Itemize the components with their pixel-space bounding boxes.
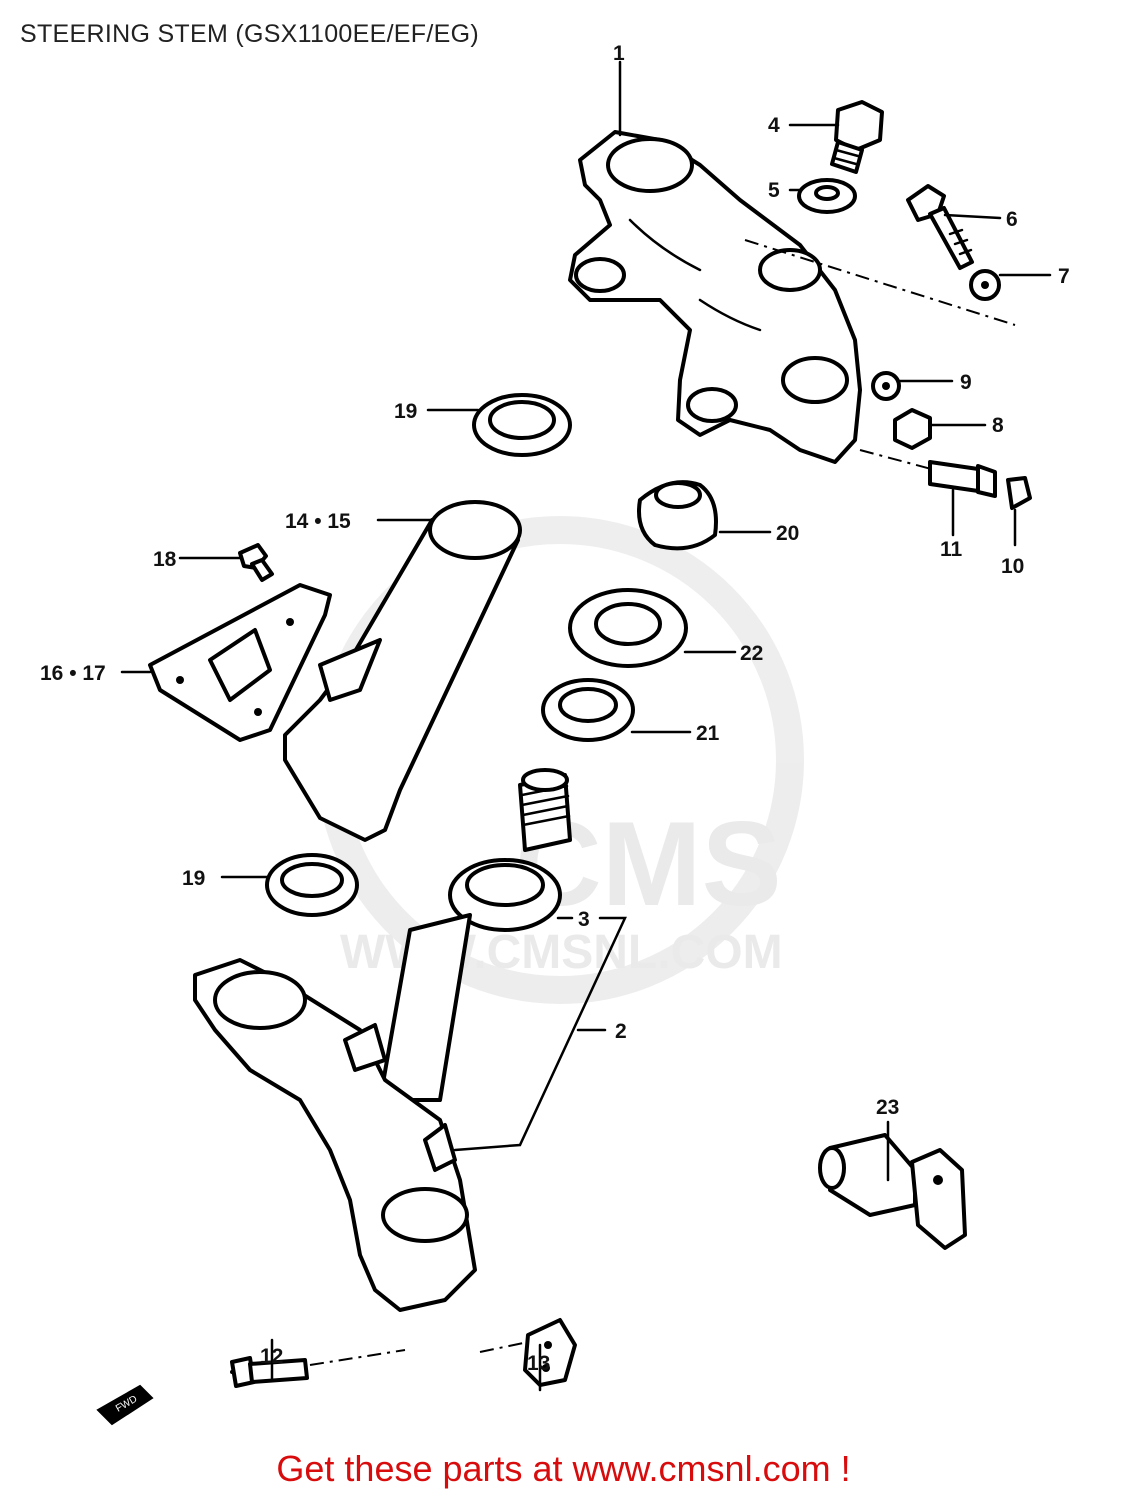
footer-link[interactable]: Get these parts at www.cmsnl.com !: [276, 1448, 851, 1489]
leader-lines: [120, 60, 1052, 1392]
part-16-17-plate: [148, 583, 332, 742]
callout-11: 11: [940, 538, 963, 561]
part-22-washer: [568, 588, 688, 668]
part-9-washer: [871, 371, 901, 401]
part-12-bolt: [230, 1356, 309, 1388]
part-18-bolt: [238, 543, 274, 582]
part-5-washer: [797, 178, 857, 214]
callout-8: 8: [992, 414, 1004, 437]
callout-23: 23: [876, 1096, 899, 1119]
callout-9: 9: [960, 371, 972, 394]
callout-19-lower: 19: [182, 867, 205, 890]
part-2-steering-stem: [193, 913, 477, 1312]
part-19-seal-lower: [265, 853, 359, 917]
part-3-bearing: [448, 768, 572, 932]
callout-22: 22: [740, 642, 763, 665]
callout-16-17: 16 • 17: [40, 662, 106, 685]
diagram-title: STEERING STEM (GSX1100EE/EF/EG): [20, 20, 479, 48]
part-13-plate: [523, 1318, 577, 1387]
part-11-bolt: [928, 460, 997, 498]
callout-10: 10: [1001, 555, 1024, 578]
part-14-15-cover: [283, 500, 522, 842]
callout-14-15: 14 • 15: [285, 510, 351, 533]
callout-20: 20: [776, 522, 799, 545]
callout-2: 2: [615, 1020, 627, 1043]
callout-4: 4: [768, 114, 780, 137]
callout-3: 3: [578, 908, 590, 931]
part-20-nut: [637, 480, 718, 551]
callout-18: 18: [153, 548, 177, 571]
callout-12: 12: [260, 1345, 283, 1368]
part-19-seal-upper: [472, 393, 572, 457]
part-10-clip: [1006, 476, 1032, 510]
part-4-bolt: [830, 100, 884, 174]
part-21-bearing: [541, 678, 635, 742]
callout-1: 1: [613, 42, 625, 65]
callout-7: 7: [1058, 265, 1070, 288]
part-7-washer: [969, 269, 1001, 301]
part-8-nut: [893, 408, 932, 450]
callout-19-upper: 19: [394, 400, 417, 423]
callout-5: 5: [768, 179, 780, 202]
fwd-arrow: FWD: [96, 1384, 154, 1426]
callout-6: 6: [1006, 208, 1018, 231]
part-6-bolt: [906, 184, 974, 270]
callout-labels: 1 2 3 4 5 6 7 8 9 10 11 12 13 14 • 15 16…: [40, 42, 1070, 1375]
part-23-steering-lock: [818, 1133, 967, 1250]
callout-21: 21: [696, 722, 720, 745]
upper-bracket: [568, 130, 862, 464]
callout-13: 13: [527, 1352, 550, 1375]
